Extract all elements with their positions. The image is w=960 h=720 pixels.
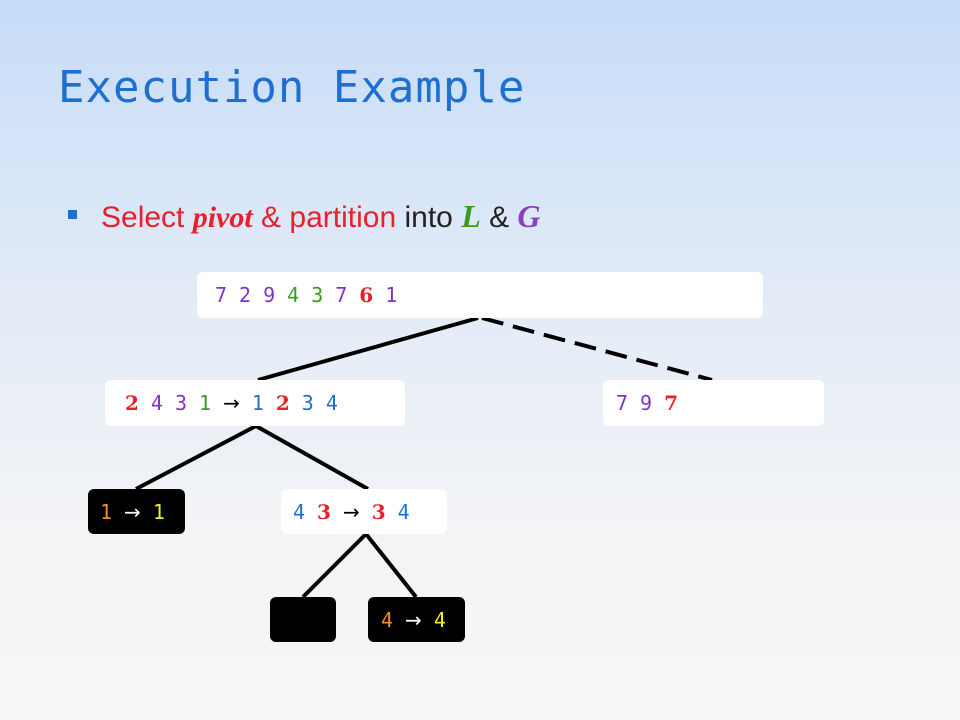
- left-result-value: 1: [251, 391, 264, 415]
- left-value: 1: [199, 391, 212, 415]
- bullet-text-pivot: pivot: [192, 201, 253, 234]
- left-value: 4: [150, 391, 163, 415]
- left-pivot-value: 2: [125, 391, 139, 415]
- right-arrow-icon: →: [405, 607, 422, 632]
- root-pivot-value: 6: [359, 283, 374, 307]
- edge-root-right-dashed: [481, 316, 713, 382]
- lr-result-value: 4: [397, 499, 410, 524]
- root-value: 2: [239, 283, 252, 307]
- tree-node-root: 7 2 9 4 3 7 6 1: [197, 272, 763, 318]
- tree-node-right: 7 9 7: [603, 380, 824, 426]
- bullet-text-into: into: [396, 201, 462, 234]
- lr-value: 4: [293, 499, 306, 524]
- leaf-output-value: 4: [433, 607, 446, 632]
- root-value: 7: [335, 283, 348, 307]
- edge-lr-left: [301, 532, 368, 599]
- right-arrow-icon: →: [342, 499, 360, 524]
- root-value: 3: [311, 283, 324, 307]
- edge-left-rightchild: [255, 424, 369, 491]
- left-value: 3: [174, 391, 188, 415]
- left-result-value: 4: [325, 391, 338, 415]
- tree-node-left-left: 1 → 1: [88, 489, 185, 534]
- left-result-value: 3: [301, 391, 314, 415]
- bullet-square-icon: [68, 210, 77, 219]
- bullet-item: Select pivot & partition into L & G: [68, 198, 541, 235]
- tree-node-empty-leaf: [270, 597, 336, 642]
- tree-node-lr-right: 4 → 4: [368, 597, 465, 642]
- leaf-output-value: 1: [152, 499, 165, 524]
- bullet-text-L: L: [461, 198, 481, 234]
- leaf-input-value: 4: [381, 607, 394, 632]
- tree-node-left: 2 4 3 1 → 1 2 3 4: [105, 380, 405, 426]
- bullet-text-select: Select: [101, 201, 193, 234]
- edge-lr-right: [364, 532, 418, 599]
- right-arrow-icon: →: [124, 499, 141, 524]
- leaf-input-value: 1: [100, 499, 113, 524]
- root-value: 9: [263, 283, 276, 307]
- slide-title: Execution Example: [58, 62, 526, 113]
- bullet-text-amp-2: &: [480, 201, 518, 234]
- root-value: 7: [215, 283, 228, 307]
- right-pivot-value: 7: [664, 391, 679, 415]
- lr-pivot-value: 3: [317, 499, 331, 524]
- edge-left-leftchild: [135, 424, 257, 491]
- bullet-text-partition: partition: [289, 201, 397, 234]
- left-result-pivot-value: 2: [275, 391, 290, 415]
- root-value: 1: [385, 283, 398, 307]
- lr-result-pivot-value: 3: [371, 499, 386, 524]
- bullet-text-G: G: [517, 198, 541, 234]
- right-value: 9: [640, 391, 653, 415]
- bullet-text-amp-1: &: [252, 201, 290, 234]
- right-value: 7: [616, 391, 629, 415]
- tree-node-left-right: 4 3 → 3 4: [281, 489, 447, 534]
- right-arrow-icon: →: [223, 391, 240, 415]
- edge-root-left: [257, 316, 479, 382]
- root-value: 4: [287, 283, 300, 307]
